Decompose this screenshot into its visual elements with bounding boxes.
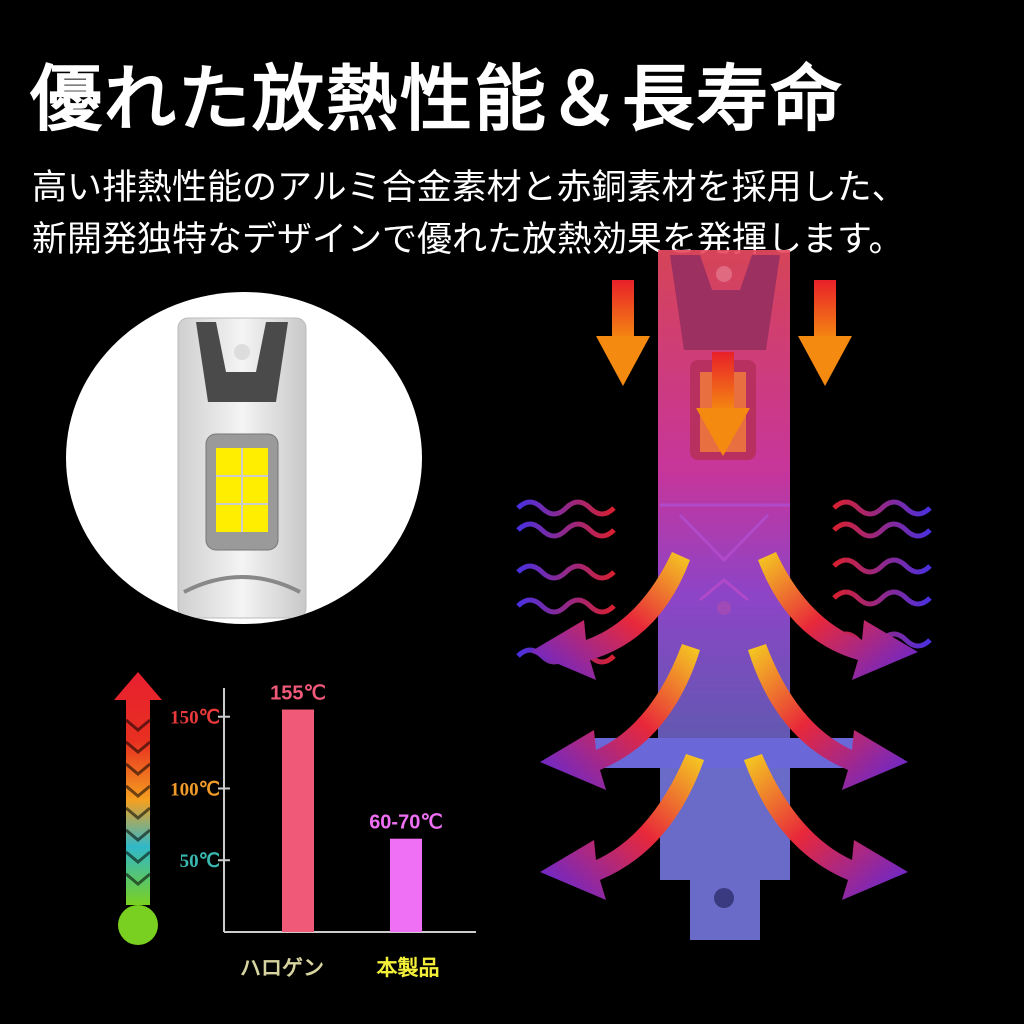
bar-value-label: 60-70℃ xyxy=(369,812,443,834)
description-line-1: 高い排熱性能のアルミ合金素材と赤銅素材を採用した、 xyxy=(32,168,907,208)
heat-waves-right xyxy=(832,499,932,649)
heat-down-arrow-center xyxy=(696,352,750,456)
category-label: ハロゲン xyxy=(240,956,324,980)
heat-down-arrow-left xyxy=(596,280,650,386)
bar-halogen xyxy=(282,709,314,932)
heat-out-arrows-right xyxy=(744,552,918,900)
temperature-bar-chart: 150℃ 100℃ 50℃ 155℃ 60-70℃ ハロゲン 本製品 xyxy=(170,683,476,980)
led-closeup-image xyxy=(66,292,422,624)
bar-product xyxy=(390,838,422,932)
y-tick-label: 100℃ xyxy=(170,779,220,800)
category-label: 本製品 xyxy=(377,956,440,980)
page-title: 優れた放熱性能＆長寿命 xyxy=(30,57,845,141)
thermometer-icon xyxy=(114,672,162,945)
y-tick-label: 50℃ xyxy=(180,851,220,872)
led-bulb xyxy=(590,250,860,940)
bar-value-label: 155℃ xyxy=(270,683,326,705)
y-tick-label: 150℃ xyxy=(170,708,220,729)
led-chip-illustration xyxy=(177,317,307,619)
heat-out-arrows-left xyxy=(530,552,704,900)
heat-down-arrow-right xyxy=(798,280,852,386)
